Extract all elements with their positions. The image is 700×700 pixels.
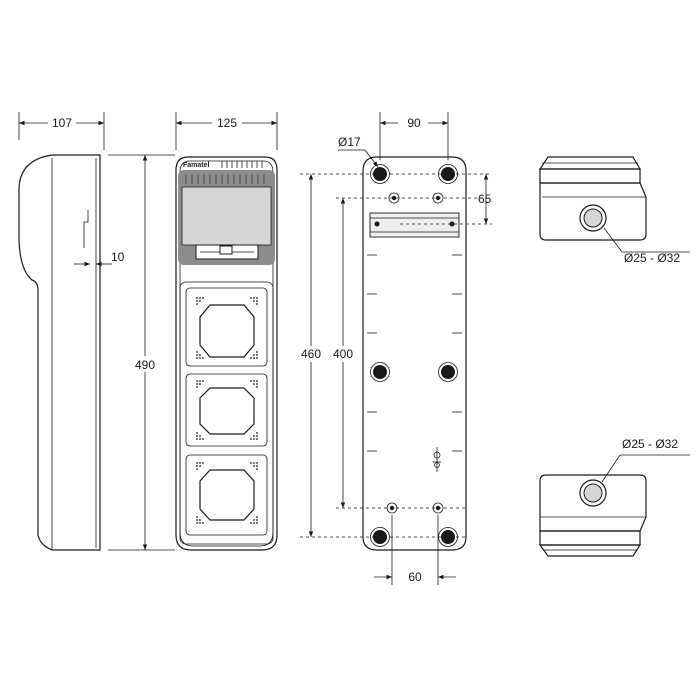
top-end-view: Ø25 - Ø32 [538,156,690,265]
socket-2 [196,380,258,440]
bottom-end-view: Ø25 - Ø32 [538,437,690,557]
socket-1 [196,297,258,359]
back-view: 90 Ø17 [297,112,492,585]
hole-diameter-label: Ø17 [338,135,361,149]
ground-symbol [433,447,441,472]
small-holes [374,192,455,514]
side-depth-label: 107 [52,116,72,130]
front-width-label: 125 [217,116,237,130]
breaker-window [178,170,275,265]
front-view: 125 Famatel [175,112,278,551]
knockout-bottom-label: Ø25 - Ø32 [622,437,678,451]
side-view: 107 10 [18,112,125,551]
brand-strip-ticks [221,161,263,168]
bottom-spacing-label: 60 [408,570,422,584]
knockout-top-label: Ø25 - Ø32 [624,251,680,265]
rail-offset-label: 10 [111,250,125,264]
socket-3 [196,462,258,524]
back-height-inner-label: 400 [333,347,353,361]
height-total-label: 490 [135,358,155,372]
height-dimension: 490 [108,154,175,551]
back-width-label: 90 [407,116,421,130]
brand-label: Famatel [183,162,210,169]
back-offset-label: 65 [478,192,492,206]
back-height-outer-label: 460 [301,347,321,361]
